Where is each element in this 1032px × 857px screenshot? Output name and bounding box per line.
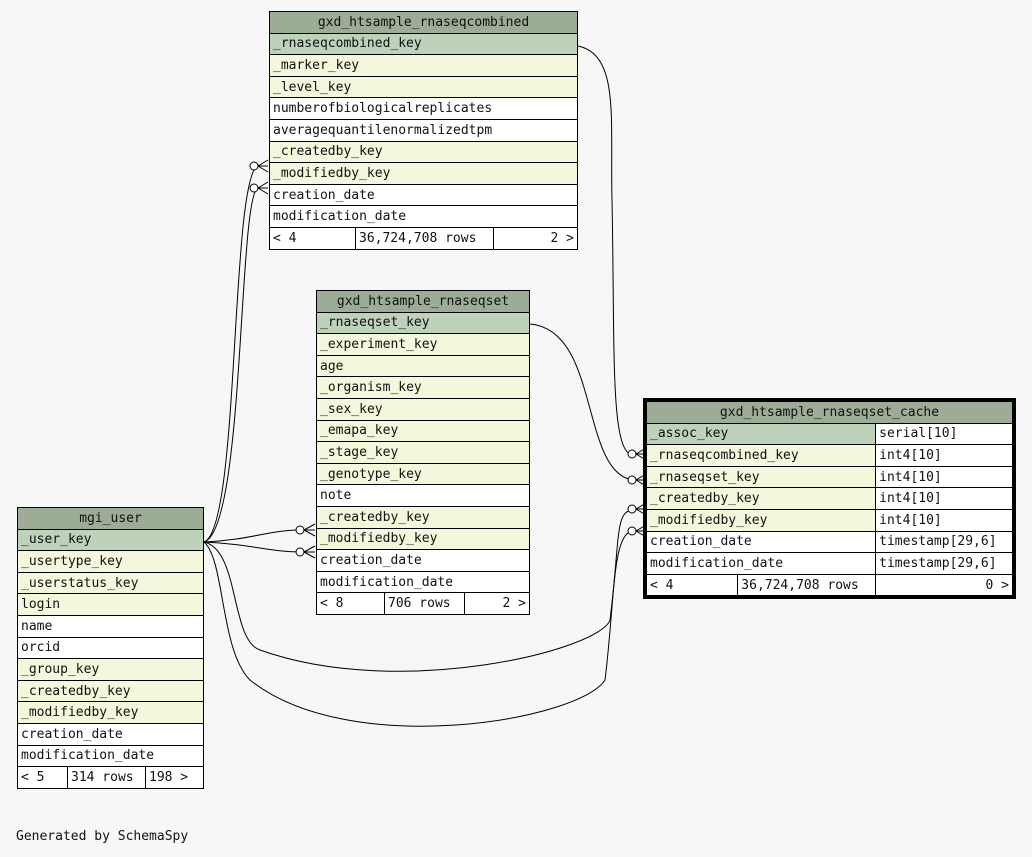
column-name[interactable]: _rnaseqcombined_key	[645, 444, 877, 467]
table-rnaseqset[interactable]: gxd_htsample_rnaseqset _rnaseqset_key _e…	[316, 290, 530, 615]
column-row[interactable]: modification_date	[269, 205, 578, 228]
crowfoot-circle	[627, 526, 637, 536]
column-row[interactable]: _stage_key	[316, 441, 530, 464]
column-row[interactable]: creation_date	[316, 549, 530, 572]
column-row[interactable]: creation_date	[269, 183, 578, 207]
column-row[interactable]: _modifiedby_key	[17, 701, 204, 724]
crowfoot-circle	[295, 525, 305, 535]
column-row[interactable]: _experiment_key	[316, 333, 530, 356]
column-row[interactable]: _rnaseqcombined_key	[269, 32, 578, 56]
crowfoot-circle	[627, 449, 637, 459]
column-row[interactable]: _marker_key	[269, 54, 578, 77]
parents-count[interactable]: < 4	[645, 573, 739, 597]
table-title[interactable]: mgi_user	[17, 507, 204, 530]
column-row[interactable]: _modifiedby_key	[269, 162, 578, 185]
column-name[interactable]: _modifiedby_key	[645, 508, 877, 532]
column-row[interactable]: _rnaseqset_key	[316, 311, 530, 335]
row-count: 36,724,708 rows	[355, 226, 494, 250]
crowfoot-circle	[295, 547, 305, 557]
column-type: int4[10]	[875, 508, 1013, 532]
column-row[interactable]: _group_key	[17, 658, 204, 681]
column-type: int4[10]	[875, 465, 1013, 489]
column-row[interactable]: modification_date	[316, 570, 530, 594]
column-type: timestamp[29,6]	[875, 530, 1013, 554]
column-row[interactable]: orcid	[17, 636, 204, 660]
column-row[interactable]: modification_date	[17, 744, 204, 768]
column-row[interactable]: _createdby_key	[316, 505, 530, 529]
column-name[interactable]: _createdby_key	[645, 487, 877, 510]
edge-rnaseqset-cache	[529, 323, 633, 481]
column-row[interactable]: creation_date	[17, 722, 204, 746]
column-row[interactable]: _createdby_key	[269, 140, 578, 164]
children-count[interactable]: 198 >	[145, 766, 204, 789]
row-count: 706 rows	[384, 592, 465, 615]
column-type: int4[10]	[875, 444, 1013, 467]
column-name[interactable]: creation_date	[645, 530, 877, 554]
table-title[interactable]: gxd_htsample_rnaseqcombined	[269, 11, 578, 34]
edge-user-rnaseqset-createdby	[203, 529, 301, 543]
column-row[interactable]: name	[17, 614, 204, 638]
column-row[interactable]: _usertype_key	[17, 550, 204, 573]
crowfoot-circle	[627, 475, 637, 485]
parents-count[interactable]: < 8	[316, 592, 385, 615]
column-row[interactable]: _user_key	[17, 528, 204, 552]
column-row[interactable]: _modifiedby_key	[316, 527, 530, 551]
edge-user-combined-modifiedby	[203, 187, 259, 543]
crowfoot-circle	[249, 183, 259, 193]
crowfoot-circle	[249, 161, 259, 171]
row-count: 36,724,708 rows	[737, 573, 877, 597]
column-row[interactable]: age	[316, 354, 530, 378]
parents-count[interactable]: < 5	[17, 766, 68, 789]
edge-user-rnaseqset-modifiedby	[203, 541, 301, 553]
column-name[interactable]: _rnaseqset_key	[645, 465, 877, 489]
column-row[interactable]: _level_key	[269, 75, 578, 99]
column-row[interactable]: note	[316, 484, 530, 507]
table-title[interactable]: gxd_htsample_rnaseqset	[316, 290, 530, 313]
edge-user-combined-createdby	[203, 164, 259, 543]
table-title[interactable]: gxd_htsample_rnaseqset_cache	[646, 401, 1013, 424]
edge-combined-cache	[577, 45, 633, 456]
row-count: 314 rows	[67, 766, 146, 789]
column-row[interactable]: _organism_key	[316, 376, 530, 399]
column-row[interactable]: login	[17, 593, 204, 616]
column-name[interactable]: modification_date	[645, 552, 877, 575]
column-row[interactable]: _sex_key	[316, 397, 530, 421]
table-rnaseqcombined[interactable]: gxd_htsample_rnaseqcombined _rnaseqcombi…	[269, 11, 578, 250]
column-row[interactable]: averagequantilenormalizedtpm	[269, 118, 578, 142]
column-row[interactable]: _genotype_key	[316, 462, 530, 486]
generated-by-label: Generated by SchemaSpy	[16, 829, 189, 844]
column-row[interactable]: numberofbiologicalreplicates	[269, 97, 578, 120]
children-count[interactable]: 0 >	[875, 573, 1013, 597]
table-mgi-user[interactable]: mgi_user _user_key _usertype_key _userst…	[17, 507, 204, 789]
children-count[interactable]: 2 >	[464, 592, 530, 615]
column-type: timestamp[29,6]	[875, 552, 1013, 575]
column-name[interactable]: _assoc_key	[645, 422, 877, 446]
column-row[interactable]: _userstatus_key	[17, 571, 204, 595]
column-row[interactable]: _emapa_key	[316, 419, 530, 443]
column-type: int4[10]	[875, 487, 1013, 510]
crowfoot-circle	[627, 504, 637, 514]
column-type: serial[10]	[875, 422, 1013, 446]
parents-count[interactable]: < 4	[269, 226, 356, 250]
column-row[interactable]: _createdby_key	[17, 679, 204, 703]
children-count[interactable]: 2 >	[493, 226, 578, 250]
